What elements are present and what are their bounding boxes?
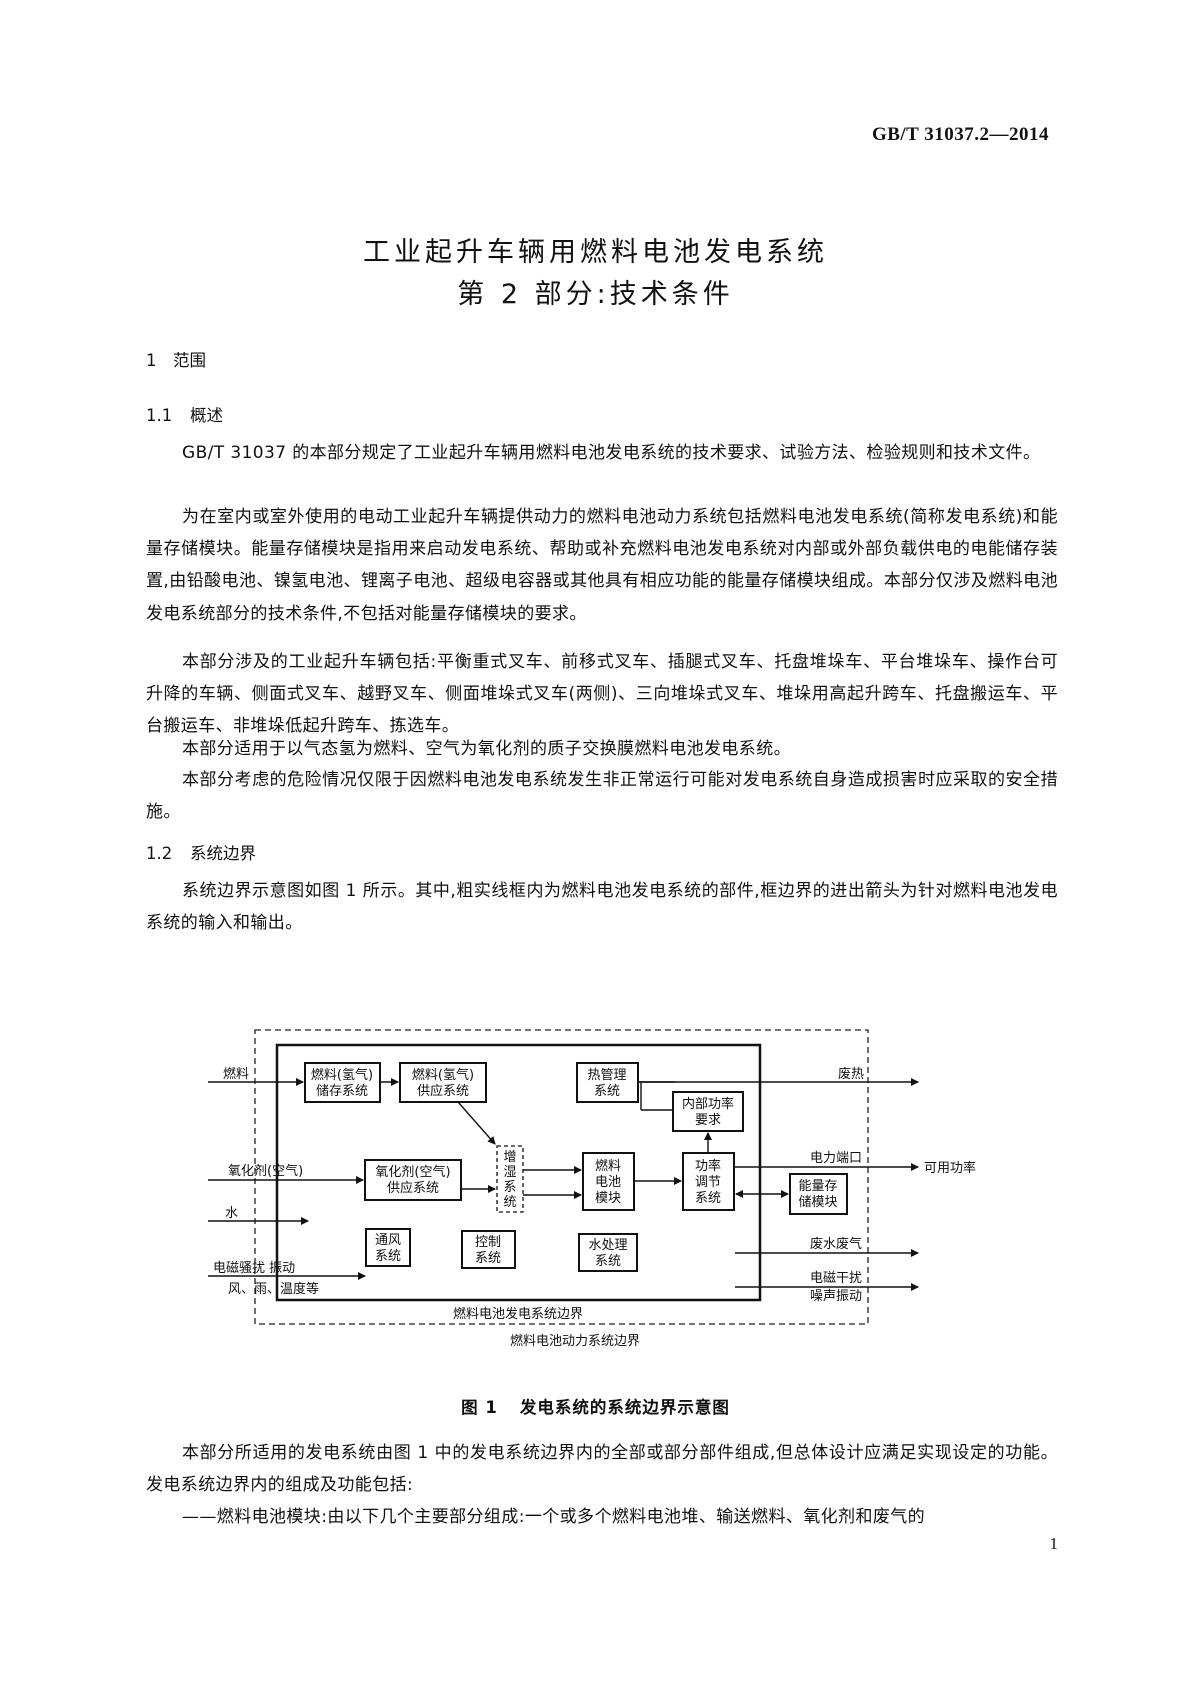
- box-label: 要求: [695, 1113, 721, 1128]
- box-label: 功率: [695, 1158, 721, 1174]
- input-label: 氧化剂(空气): [228, 1163, 303, 1179]
- section-heading-1-2: 1.2 系统边界: [146, 840, 256, 864]
- box-label: 系: [503, 1180, 516, 1195]
- control-box: [461, 1230, 516, 1269]
- power-conditioning-box: [682, 1152, 735, 1211]
- input-label: 水: [225, 1206, 238, 1221]
- paragraph: 本部分涉及的工业起升车辆包括:平衡重式叉车、前移式叉车、插腿式叉车、托盘堆垛车、…: [146, 652, 1058, 737]
- output-label: 电磁干扰: [810, 1271, 862, 1286]
- power-system-boundary: [254, 1029, 869, 1325]
- section-label: 系统边界: [190, 844, 256, 863]
- section-label: 概述: [190, 406, 223, 425]
- document-title: 工业起升车辆用燃料电池发电系统: [363, 237, 828, 268]
- fuel-supply-to-humidifier-arrow: [457, 1101, 496, 1145]
- box-label: 调节: [695, 1175, 721, 1190]
- figure-label: 图 1: [461, 1398, 498, 1417]
- input-label: 电磁骚扰 振动: [213, 1261, 295, 1276]
- standard-code: GB/T 31037.2—2014: [871, 124, 1049, 145]
- internal-power-box: [672, 1091, 744, 1132]
- box-label: 湿: [503, 1165, 516, 1180]
- box-label: 电池: [595, 1175, 621, 1190]
- box-label: 系统: [595, 1254, 621, 1269]
- ventilation-box: [365, 1228, 411, 1267]
- water-treatment-box: [578, 1233, 638, 1272]
- section-number: 1.1: [146, 406, 173, 425]
- box-label: 供应系统: [387, 1180, 439, 1196]
- box-label: 系统: [594, 1084, 620, 1099]
- box-label: 储模块: [798, 1195, 837, 1210]
- box-label: 供应系统: [417, 1083, 469, 1099]
- output-label: 电力端口: [810, 1151, 862, 1166]
- paragraph: 本部分适用于以气态氢为燃料、空气为氧化剂的质子交换膜燃料电池发电系统。: [182, 739, 791, 759]
- box-label: 系统: [475, 1251, 501, 1266]
- paragraph: 系统边界示意图如图 1 所示。其中,粗实线框内为燃料电池发电系统的部件,框边界的…: [146, 881, 1058, 934]
- energy-storage-box: [789, 1173, 848, 1215]
- paragraph: 为在室内或室外使用的电动工业起升车辆提供动力的燃料电池动力系统包括燃料电池发电系…: [146, 507, 1058, 624]
- box-label: 能量存: [798, 1179, 837, 1194]
- input-label: 风、雨、温度等: [228, 1281, 319, 1297]
- fuel-cell-module-box: [582, 1152, 635, 1211]
- box-label: 燃料(氢气): [412, 1067, 474, 1083]
- box-label: 控制: [475, 1235, 501, 1250]
- generation-system-boundary: [275, 1043, 762, 1302]
- box-label: 热管理: [587, 1068, 626, 1083]
- section-label: 范围: [173, 351, 206, 370]
- section-number: 1: [146, 351, 157, 370]
- page-number: 1: [1049, 1534, 1059, 1553]
- box-label: 系统: [695, 1191, 721, 1206]
- paragraph: GB/T 31037 的本部分规定了工业起升车辆用燃料电池发电系统的技术要求、试…: [182, 443, 1041, 463]
- box-label: 内部功率: [682, 1096, 734, 1112]
- paragraph: 本部分所适用的发电系统由图 1 中的发电系统边界内的全部或部分部件组成,但总体设…: [146, 1443, 1058, 1496]
- box-label: 水处理: [588, 1238, 627, 1253]
- box-label: 燃料: [595, 1158, 621, 1174]
- figure-caption: 图 1 发电系统的系统边界示意图: [0, 1394, 1191, 1418]
- box-label: 增: [503, 1150, 516, 1165]
- fuel-supply-box: [399, 1062, 487, 1103]
- output-label: 可用功率: [924, 1160, 976, 1176]
- box-label: 燃料(氢气): [311, 1067, 373, 1083]
- power-boundary-label: 燃料电池动力系统边界: [510, 1333, 640, 1349]
- box-label: 系统: [375, 1249, 401, 1264]
- oxidant-supply-box: [364, 1159, 462, 1201]
- box-label: 氧化剂(空气): [375, 1164, 450, 1180]
- box-label: 储存系统: [316, 1084, 368, 1099]
- section-heading-1-1: 1.1 概述: [146, 402, 223, 426]
- figure-caption-text: 发电系统的系统边界示意图: [519, 1398, 730, 1417]
- fuel-storage-box: [304, 1062, 381, 1103]
- output-label: 废水废气: [810, 1236, 862, 1252]
- paragraph: 本部分考虑的危险情况仅限于因燃料电池发电系统发生非正常运行可能对发电系统自身造成…: [146, 770, 1058, 823]
- document-subtitle: 第 2 部分:技术条件: [457, 279, 734, 310]
- output-label: 废热: [838, 1066, 864, 1082]
- generation-boundary-label: 燃料电池发电系统边界: [453, 1306, 583, 1322]
- section-number: 1.2: [146, 844, 173, 863]
- box-label: 通风: [375, 1233, 401, 1248]
- box-label: 统: [503, 1195, 516, 1210]
- section-heading-1: 1 范围: [146, 347, 206, 371]
- output-label: 噪声振动: [810, 1289, 862, 1304]
- box-label: 模块: [595, 1191, 621, 1206]
- list-item: ——燃料电池模块:由以下几个主要部分组成:一个或多个燃料电池堆、输送燃料、氧化剂…: [182, 1507, 926, 1527]
- input-label: 燃料: [223, 1066, 249, 1082]
- humidifier-box: [496, 1145, 524, 1213]
